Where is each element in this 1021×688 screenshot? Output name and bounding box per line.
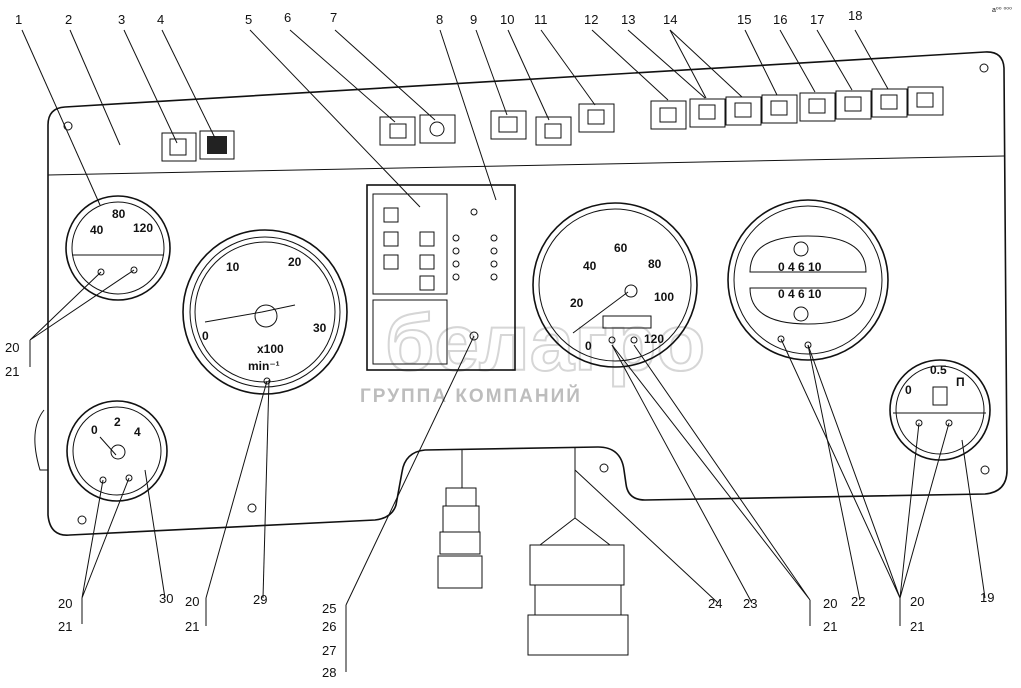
callout-11: 11	[534, 12, 548, 27]
switch-4[interactable]	[199, 130, 235, 160]
fuel-tick-0: 0	[905, 383, 912, 397]
lower-scale: 0 4 6 10	[778, 287, 822, 301]
connector-small	[437, 450, 483, 589]
watermark-subtitle: ГРУППА КОМПАНИЙ	[360, 385, 582, 407]
callout-28: 28	[322, 665, 336, 680]
speed-tick-3: 60	[614, 241, 628, 255]
connector-large	[527, 447, 629, 656]
leader-lines	[21, 29, 986, 672]
switch-7[interactable]	[419, 114, 456, 144]
warning-lamp-block	[366, 184, 516, 371]
callout-5: 5	[245, 12, 252, 27]
callout-6: 6	[284, 10, 291, 25]
callout-13: 13	[621, 12, 635, 27]
switch-3[interactable]	[161, 132, 197, 162]
callout-15: 15	[737, 12, 751, 27]
speed-tick-0: 0	[585, 339, 592, 353]
callout-29: 29	[253, 592, 267, 607]
callout-2: 2	[65, 12, 72, 27]
callout-20-d: 20	[823, 596, 837, 611]
temp-tick-1: 80	[112, 207, 126, 221]
switch-15[interactable]	[761, 94, 798, 124]
callout-21-d: 21	[823, 619, 837, 634]
callout-9: 9	[470, 12, 477, 27]
switch-17[interactable]	[835, 90, 872, 120]
callout-8: 8	[436, 12, 443, 27]
upper-scale: 0 4 6 10	[778, 260, 822, 274]
switch-12[interactable]	[650, 100, 687, 130]
callout-20-b: 20	[58, 596, 72, 611]
temp-tick-0: 40	[90, 223, 104, 237]
callout-10: 10	[500, 12, 514, 27]
speed-tick-1: 20	[570, 296, 584, 310]
switch-13[interactable]	[689, 98, 726, 128]
dashboard-panel	[34, 51, 1008, 536]
callout-19: 19	[980, 590, 994, 605]
switch-row	[161, 86, 944, 162]
callout-14: 14	[663, 12, 677, 27]
speedometer: 0 20 40 60 80 100 120	[532, 202, 698, 368]
speed-tick-6: 120	[644, 332, 664, 346]
callout-24: 24	[708, 596, 722, 611]
callout-17: 17	[810, 12, 824, 27]
callout-21-c: 21	[185, 619, 199, 634]
callout-23: 23	[743, 596, 757, 611]
callout-1: 1	[15, 12, 22, 27]
callout-27: 27	[322, 643, 336, 658]
oil-tick-2: 4	[134, 425, 141, 439]
switch-16[interactable]	[799, 92, 836, 122]
callout-12: 12	[584, 12, 598, 27]
callout-20-e: 20	[910, 594, 924, 609]
callout-20-a: 20	[5, 340, 19, 355]
switch-18b[interactable]	[907, 86, 944, 116]
tach-unit-bottom: min⁻¹	[248, 359, 280, 373]
tach-tick-0: 0	[202, 329, 209, 343]
callout-7: 7	[330, 10, 337, 25]
callout-22: 22	[851, 594, 865, 609]
switch-9[interactable]	[490, 110, 527, 140]
callout-16: 16	[773, 12, 787, 27]
watermark-brand: белагро	[385, 298, 705, 387]
speed-tick-4: 80	[648, 257, 662, 271]
dual-pressure-gauge: 0 4 6 10 0 4 6 10	[727, 199, 889, 361]
corner-mark: а⁰⁰ ⁰⁰⁰	[992, 6, 1012, 14]
callout-20-c: 20	[185, 594, 199, 609]
speed-tick-2: 40	[583, 259, 597, 273]
switch-10[interactable]	[535, 116, 572, 146]
temperature-gauge: 40 80 120	[65, 195, 171, 301]
tach-tick-2: 20	[288, 255, 302, 269]
fuel-gauge: 0 0.5 П	[889, 359, 991, 461]
callout-21-b: 21	[58, 619, 72, 634]
tach-tick-3: 30	[313, 321, 327, 335]
callout-30: 30	[159, 591, 173, 606]
callout-4: 4	[157, 12, 164, 27]
fuel-tick-2: П	[956, 375, 965, 389]
switch-6[interactable]	[379, 116, 416, 146]
oil-pressure-gauge: 0 2 4	[66, 400, 168, 502]
callout-25: 25	[322, 601, 336, 616]
callout-21-e: 21	[910, 619, 924, 634]
callout-3: 3	[118, 12, 125, 27]
callout-18: 18	[848, 8, 862, 23]
oil-tick-0: 0	[91, 423, 98, 437]
callout-labels: 1 2 3 4 5 6 7 8 9 10 11 12 13 14 15 16 1…	[5, 8, 994, 680]
callout-21-a: 21	[5, 364, 19, 379]
tach-tick-1: 10	[226, 260, 240, 274]
tachometer: 0 10 20 30 x100 min⁻¹	[182, 229, 348, 395]
switch-11[interactable]	[578, 103, 615, 133]
speed-tick-5: 100	[654, 290, 674, 304]
temp-tick-2: 120	[133, 221, 153, 235]
oil-tick-1: 2	[114, 415, 121, 429]
tach-unit-top: x100	[257, 342, 284, 356]
switch-14[interactable]	[725, 96, 762, 126]
switch-18[interactable]	[871, 88, 908, 118]
fuel-tick-1: 0.5	[930, 363, 947, 377]
callout-26: 26	[322, 619, 336, 634]
